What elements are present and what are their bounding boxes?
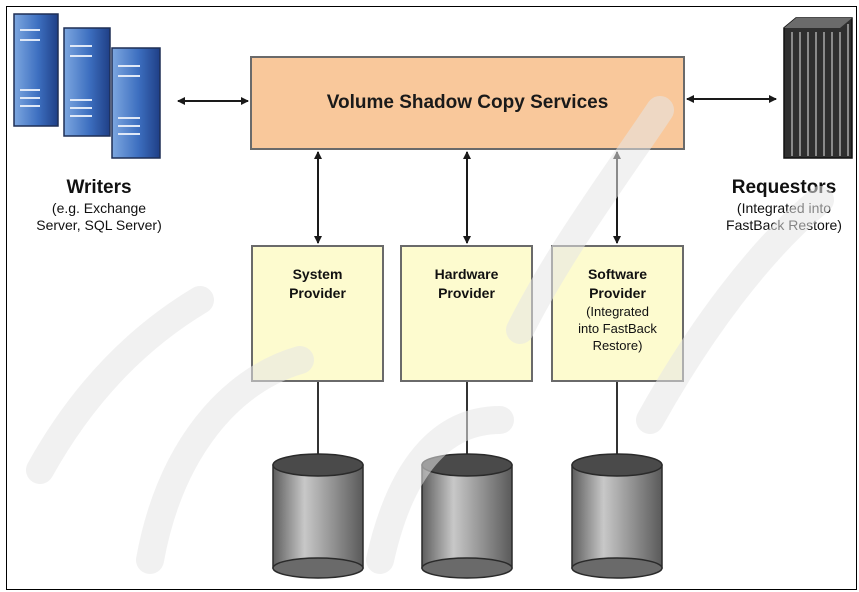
writers-server-icon <box>13 13 161 159</box>
system-provider-title: System Provider <box>289 266 346 301</box>
hardware-disk-icon <box>421 453 513 579</box>
requestors-title: Requestors <box>731 177 837 198</box>
system-disk-icon <box>272 453 364 579</box>
requestors-server-icon <box>783 17 853 159</box>
writers-subtitle: (e.g. Exchange Server, SQL Server) <box>36 200 162 233</box>
software-disk-icon <box>571 453 663 579</box>
vss-label: Volume Shadow Copy Services <box>326 92 609 113</box>
requestors-label-group: Requestors (Integrated into FastBack Res… <box>704 176 859 234</box>
vss-box: Volume Shadow Copy Services <box>250 56 685 150</box>
writers-label-group: Writers (e.g. Exchange Server, SQL Serve… <box>4 176 194 234</box>
hardware-provider-title: Hardware Provider <box>434 266 499 301</box>
system-provider-box: System Provider <box>251 245 384 382</box>
hardware-provider-box: Hardware Provider <box>400 245 533 382</box>
software-provider-title: Software Provider <box>587 266 648 301</box>
writers-title: Writers <box>66 177 132 198</box>
software-provider-note: (Integrated into FastBack Restore) <box>578 304 657 353</box>
software-provider-box: Software Provider (Integrated into FastB… <box>551 245 684 382</box>
requestors-subtitle: (Integrated into FastBack Restore) <box>726 200 842 233</box>
diagram-frame <box>6 6 857 590</box>
